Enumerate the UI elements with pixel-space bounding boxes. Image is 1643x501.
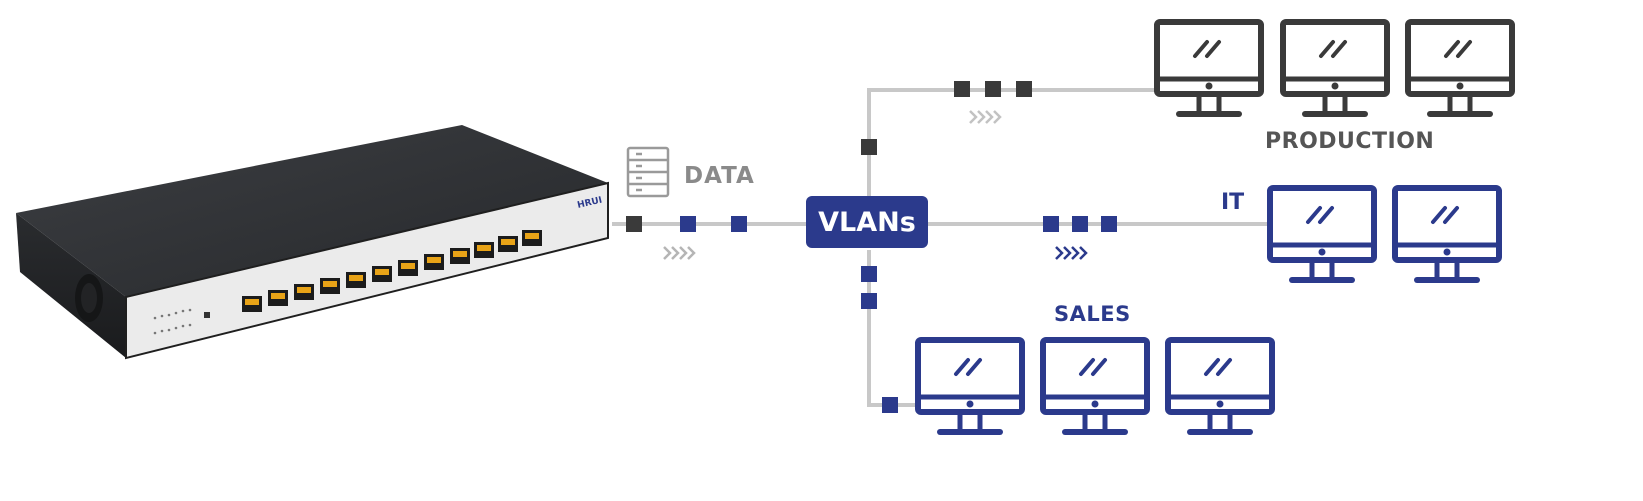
production-line [867,88,1155,196]
production-label: PRODUCTION [1265,129,1434,154]
it-label: IT [1221,190,1244,215]
sales-label: SALES [1054,302,1131,326]
packet-blue [861,266,877,282]
chevron-arrows-icon [1054,245,1088,261]
packet-dark [626,216,642,232]
computer-monitor-icon [1168,340,1272,432]
computer-monitor-icon [1270,188,1374,280]
packet-dark [985,81,1001,97]
computer-monitor-icon [1395,188,1499,280]
chevron-arrows-icon [968,109,1002,125]
vlans-label: VLANs [818,207,916,238]
status-leds [153,308,192,335]
packet-blue [882,397,898,413]
it-group: IT [1221,188,1499,280]
packet-dark [861,139,877,155]
switch-side [16,213,126,358]
packet-blue [680,216,696,232]
computer-monitor-icon [1408,22,1512,114]
computer-monitor-icon [1043,340,1147,432]
computer-monitor-icon [918,340,1022,432]
packet-markers [626,81,1117,413]
data-label: DATA [684,163,755,189]
packet-blue [1101,216,1117,232]
switch-front-panel [125,181,609,360]
packet-blue [861,293,877,309]
packet-blue [1043,216,1059,232]
packet-blue [1072,216,1088,232]
packet-dark [954,81,970,97]
packet-dark [1016,81,1032,97]
computer-monitor-icon [1157,22,1261,114]
sales-group: SALES [918,302,1272,432]
network-switch: HRUI [16,125,609,360]
sfp-ports [242,230,542,312]
packet-blue [731,216,747,232]
computer-monitor-icon [1283,22,1387,114]
chevron-arrows-icon [662,245,696,261]
reset-button [204,312,210,318]
production-group: PRODUCTION [1157,22,1512,154]
switch-top [16,125,608,297]
vlans-hub: VLANs [806,196,928,248]
server-icon [626,146,670,198]
